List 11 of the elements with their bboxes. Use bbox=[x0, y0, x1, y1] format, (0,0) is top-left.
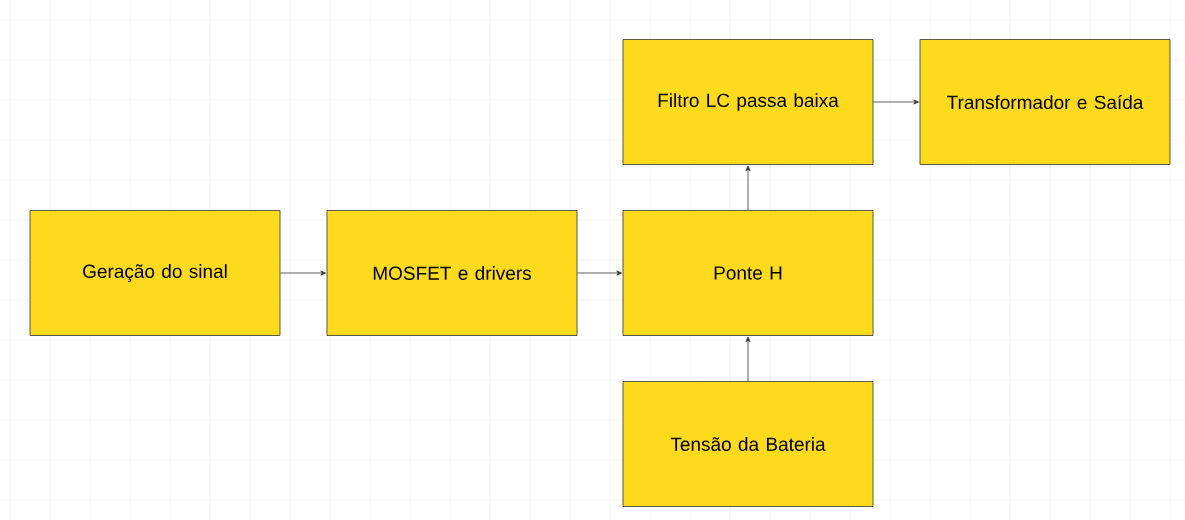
process-box: Filtro LC passa baixa bbox=[622, 39, 874, 165]
process-box: Ponte H bbox=[622, 210, 874, 336]
process-box: MOSFET e drivers bbox=[326, 210, 578, 336]
process-box: Geração do sinal bbox=[29, 210, 281, 336]
arrow bbox=[745, 336, 751, 382]
arrow bbox=[873, 99, 919, 105]
process-box: Transformador e Saída bbox=[919, 39, 1171, 165]
arrow bbox=[577, 270, 622, 276]
arrow bbox=[745, 165, 751, 211]
process-box: Tensão da Bateria bbox=[622, 381, 874, 507]
arrow bbox=[280, 270, 326, 276]
